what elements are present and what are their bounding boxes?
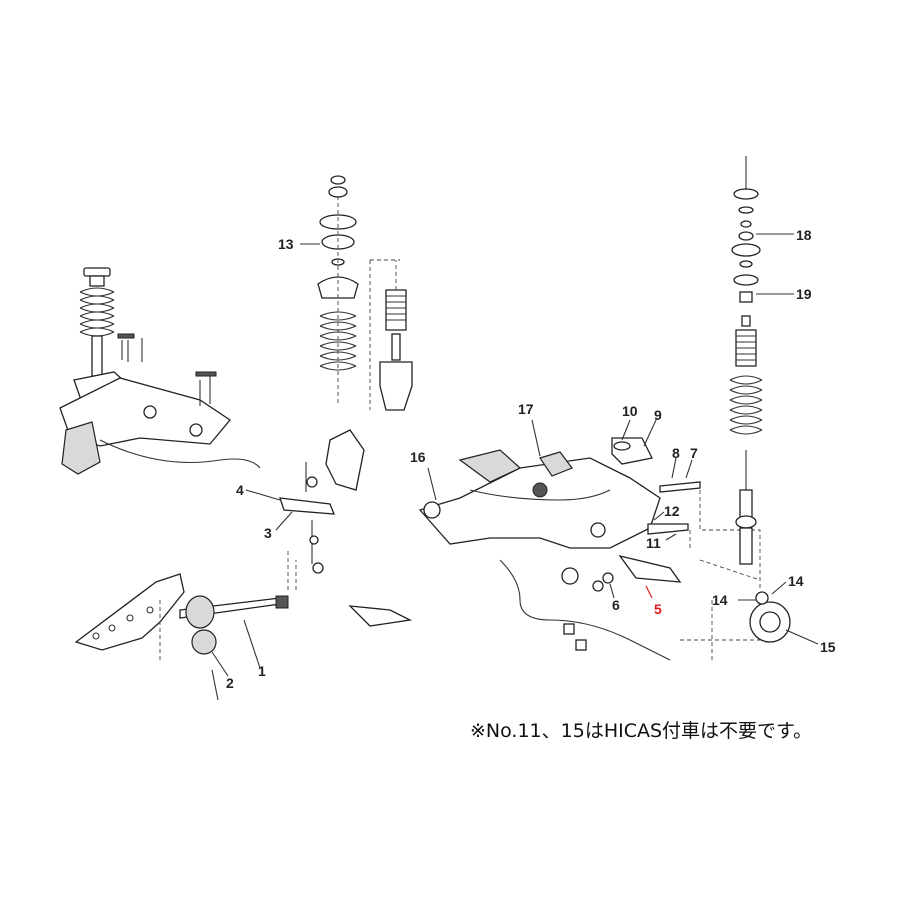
rear-hub — [680, 591, 791, 660]
callout-5: 5 — [654, 601, 662, 617]
callout-19: 19 — [796, 286, 812, 302]
leader-lines — [211, 233, 819, 677]
bushing-2 — [185, 595, 219, 701]
hicas-note: ※No.11、15はHICAS付車は不要です。 — [470, 720, 813, 742]
callout-2: 2 — [226, 675, 234, 691]
front-lower-arm-1 — [74, 550, 297, 660]
callout-labels: 1 2 3 4 5 6 7 8 9 10 11 12 13 14 14 15 1… — [226, 227, 836, 691]
front-strut-exploded — [317, 175, 413, 411]
callout-14-upper: 14 — [788, 573, 804, 589]
callout-3: 3 — [264, 525, 272, 541]
callout-17: 17 — [518, 401, 534, 417]
callout-12: 12 — [664, 503, 680, 519]
callout-7: 7 — [690, 445, 698, 461]
rear-subframe — [418, 449, 661, 585]
callout-11: 11 — [646, 535, 661, 551]
rear-stabilizer — [499, 559, 671, 661]
callout-9: 9 — [654, 407, 662, 423]
callout-15: 15 — [820, 639, 836, 655]
callout-14-lower: 14 — [712, 592, 728, 608]
callout-8: 8 — [672, 445, 680, 461]
front-arm-3-4 — [279, 429, 413, 627]
callout-13: 13 — [278, 236, 294, 252]
callout-4: 4 — [236, 482, 244, 498]
callout-18: 18 — [796, 227, 812, 243]
callout-6: 6 — [612, 597, 620, 613]
rear-shock-exploded — [729, 156, 763, 565]
rear-links — [592, 437, 761, 592]
callout-1: 1 — [258, 663, 266, 679]
front-crossmember — [59, 333, 261, 475]
callout-16: 16 — [410, 449, 426, 465]
callout-10: 10 — [622, 403, 638, 419]
